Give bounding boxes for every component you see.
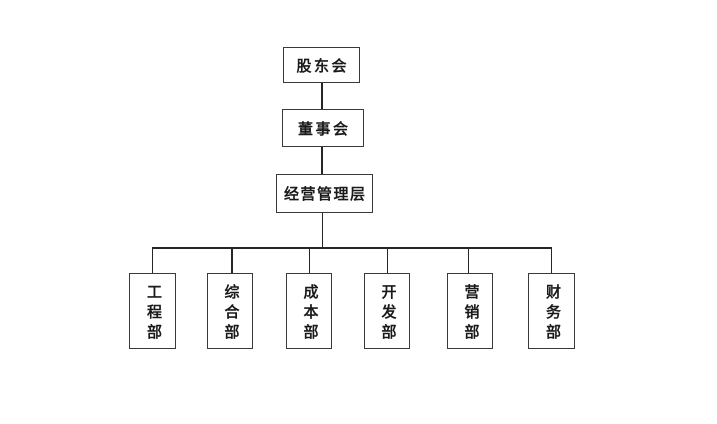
node-dept-development: 开发部 [364, 273, 410, 349]
node-board-of-directors: 董事会 [282, 109, 364, 147]
dept-label: 营销部 [462, 283, 479, 344]
node-management-layer: 经营管理层 [276, 174, 373, 213]
node-dept-marketing: 营销部 [447, 273, 493, 349]
connector-line [308, 247, 310, 273]
connector-bus-line [151, 247, 552, 249]
dept-label: 工程部 [145, 283, 161, 344]
dept-label: 开发部 [379, 283, 396, 344]
connector-line [386, 247, 388, 273]
connector-line [231, 247, 233, 273]
connector-line [151, 247, 153, 273]
connector-line [321, 213, 323, 248]
node-dept-cost: 成本部 [286, 273, 332, 349]
dept-label: 成本部 [301, 283, 318, 344]
connector-line [321, 147, 323, 174]
node-dept-finance: 财务部 [528, 273, 575, 349]
dept-label: 财务部 [544, 283, 560, 344]
node-shareholders-meeting: 股东会 [283, 47, 360, 83]
connector-line [321, 83, 323, 109]
connector-line [467, 247, 469, 273]
node-dept-general-affairs: 综合部 [207, 273, 253, 349]
connector-line [550, 247, 552, 273]
node-dept-engineering: 工程部 [129, 273, 176, 349]
dept-label: 综合部 [222, 283, 239, 344]
